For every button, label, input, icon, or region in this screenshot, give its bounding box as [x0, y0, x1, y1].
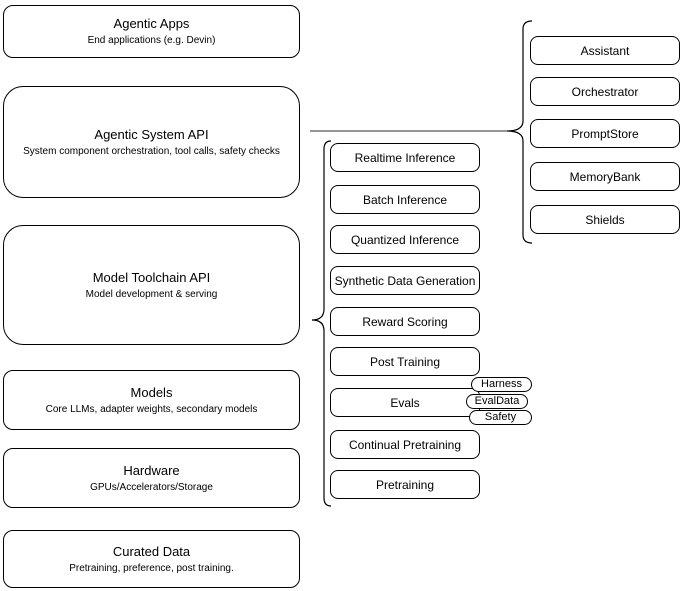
system-components-brace [506, 20, 533, 244]
box-hardware-subtitle: GPUs/Accelerators/Storage [90, 481, 213, 493]
box-models: Models Core LLMs, adapter weights, secon… [3, 370, 300, 430]
box-agentic-system-api-title: Agentic System API [94, 126, 209, 142]
box-shields: Shields [530, 205, 680, 234]
box-post-training: Post Training [330, 347, 480, 376]
box-pretraining: Pretraining [330, 470, 480, 499]
box-agentic-apps: Agentic Apps End applications (e.g. Devi… [3, 5, 300, 58]
box-curated-data-title: Curated Data [112, 543, 191, 559]
box-promptstore: PromptStore [530, 119, 680, 148]
box-synthetic-data-generation: Synthetic Data Generation [330, 266, 480, 295]
box-agentic-apps-subtitle: End applications (e.g. Devin) [87, 35, 216, 46]
box-hardware: Hardware GPUs/Accelerators/Storage [3, 448, 300, 508]
tag-evaldata: EvalData [466, 394, 528, 409]
toolchain-brace [311, 140, 332, 507]
box-realtime-inference: Realtime Inference [330, 143, 480, 172]
box-reward-scoring: Reward Scoring [330, 307, 480, 336]
box-agentic-apps-title: Agentic Apps [113, 16, 190, 31]
box-orchestrator: Orchestrator [530, 77, 680, 106]
box-batch-inference: Batch Inference [330, 185, 480, 214]
box-assistant: Assistant [530, 36, 680, 65]
box-hardware-title: Hardware [123, 462, 180, 478]
tag-harness: Harness [471, 377, 532, 392]
box-continual-pretraining: Continual Pretraining [330, 430, 480, 459]
box-model-toolchain-api: Model Toolchain API Model development & … [3, 225, 300, 345]
box-memorybank: MemoryBank [530, 162, 680, 191]
box-quantized-inference: Quantized Inference [330, 225, 480, 254]
box-model-toolchain-api-subtitle: Model development & serving [85, 288, 218, 300]
box-model-toolchain-api-title: Model Toolchain API [92, 269, 211, 285]
tag-safety: Safety [469, 410, 532, 425]
box-curated-data: Curated Data Pretraining, preference, po… [3, 530, 300, 588]
box-models-title: Models [130, 384, 173, 400]
box-agentic-system-api: Agentic System API System component orch… [3, 86, 300, 198]
box-curated-data-subtitle: Pretraining, preference, post training. [69, 562, 234, 574]
box-agentic-system-api-subtitle: System component orchestration, tool cal… [23, 145, 280, 157]
box-models-subtitle: Core LLMs, adapter weights, secondary mo… [45, 403, 258, 415]
box-evals: Evals [330, 388, 480, 417]
